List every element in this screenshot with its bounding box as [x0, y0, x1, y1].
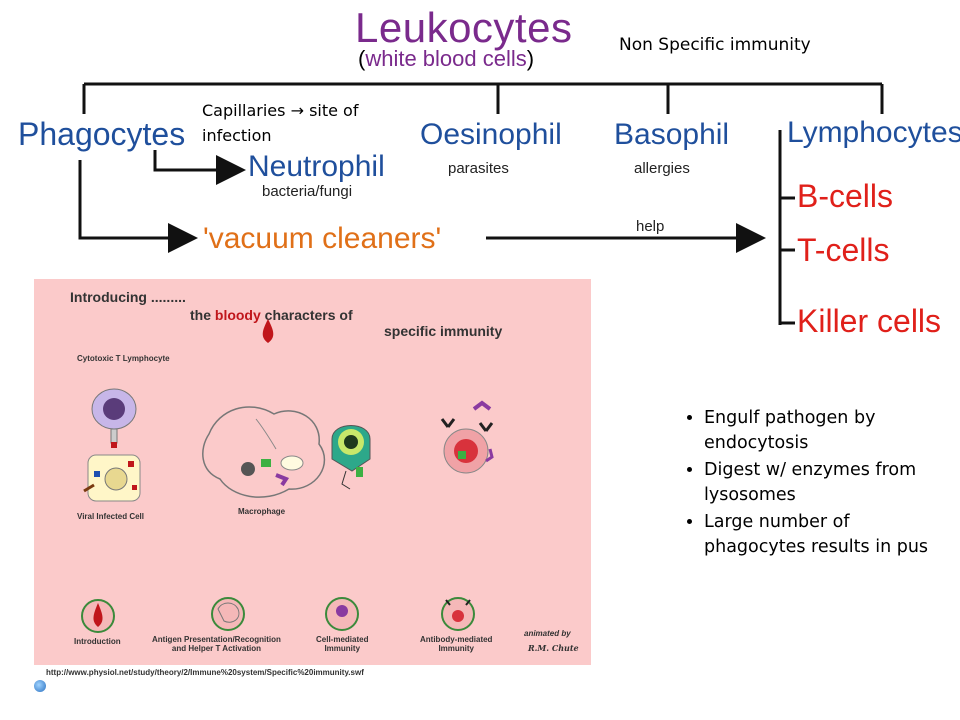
- globe-icon: [34, 680, 46, 692]
- source-url: http://www.physiol.net/study/theory/2/Im…: [46, 668, 364, 677]
- nav-icon-intro: [81, 599, 115, 633]
- bullet-item: Large number of phagocytes results in pu…: [704, 510, 936, 560]
- bullet-item: Digest w/ enzymes from lysosomes: [704, 458, 936, 508]
- credit-line-1: animated by: [524, 629, 571, 638]
- credit-line-2: R.M. Chute: [528, 643, 579, 653]
- phagocyte-bullets: Engulf pathogen by endocytosis Digest w/…: [676, 406, 936, 562]
- macrophage-label: Macrophage: [238, 507, 286, 516]
- nav-antigen-label: Antigen Presentation/Recognition and Hel…: [152, 635, 281, 653]
- help-label: help: [636, 218, 665, 235]
- oesinophil-sub: parasites: [448, 160, 509, 177]
- page-subtitle: (white blood cells): [358, 46, 535, 71]
- bullet-item: Engulf pathogen by endocytosis: [704, 406, 936, 456]
- nav-icon-cell-mediated: [325, 597, 359, 631]
- neutrophil-arrow: [153, 150, 246, 185]
- intro-line-1: Introducing .........: [70, 289, 186, 305]
- intro-line-2: the bloody characters of: [190, 307, 353, 323]
- vacuum-cleaners-label: 'vacuum cleaners': [203, 222, 442, 255]
- t-cells-label: T-cells: [797, 232, 890, 268]
- b-cells-label: B-cells: [797, 178, 894, 214]
- basophil-sub: allergies: [634, 160, 690, 177]
- intro-line-3: specific immunity: [384, 323, 503, 339]
- page-title: Leukocytes: [355, 4, 573, 51]
- vacuum-arrow: [78, 160, 198, 253]
- nav-cell-mediated-label: Cell-mediated Immunity: [316, 635, 369, 653]
- lymphocytes-label: Lymphocytes: [787, 116, 960, 149]
- nav-icon-antibody: [441, 597, 475, 631]
- nav-icon-antigen: [211, 597, 245, 631]
- non-specific-label: Non Specific immunity: [619, 35, 811, 55]
- phagocytes-label: Phagocytes: [18, 116, 186, 152]
- neutrophil-label: Neutrophil: [248, 150, 385, 183]
- nav-intro-label: Introduction: [74, 637, 121, 646]
- basophil-label: Basophil: [614, 118, 730, 151]
- killer-cells-label: Killer cells: [797, 303, 942, 339]
- capillaries-note: Capillaries → site of infection: [202, 101, 359, 145]
- neutrophil-sub: bacteria/fungi: [262, 183, 353, 200]
- immune-cells-illustration: [81, 319, 494, 633]
- oesinophil-label: Oesinophil: [420, 118, 562, 151]
- viral-cell-label: Viral Infected Cell: [77, 512, 144, 521]
- specific-immunity-animation: Introducing ......... the bloody charact…: [34, 279, 591, 665]
- nav-antibody-label: Antibody-mediated Immunity: [420, 635, 493, 653]
- ctl-label: Cytotoxic T Lymphocyte: [77, 354, 170, 363]
